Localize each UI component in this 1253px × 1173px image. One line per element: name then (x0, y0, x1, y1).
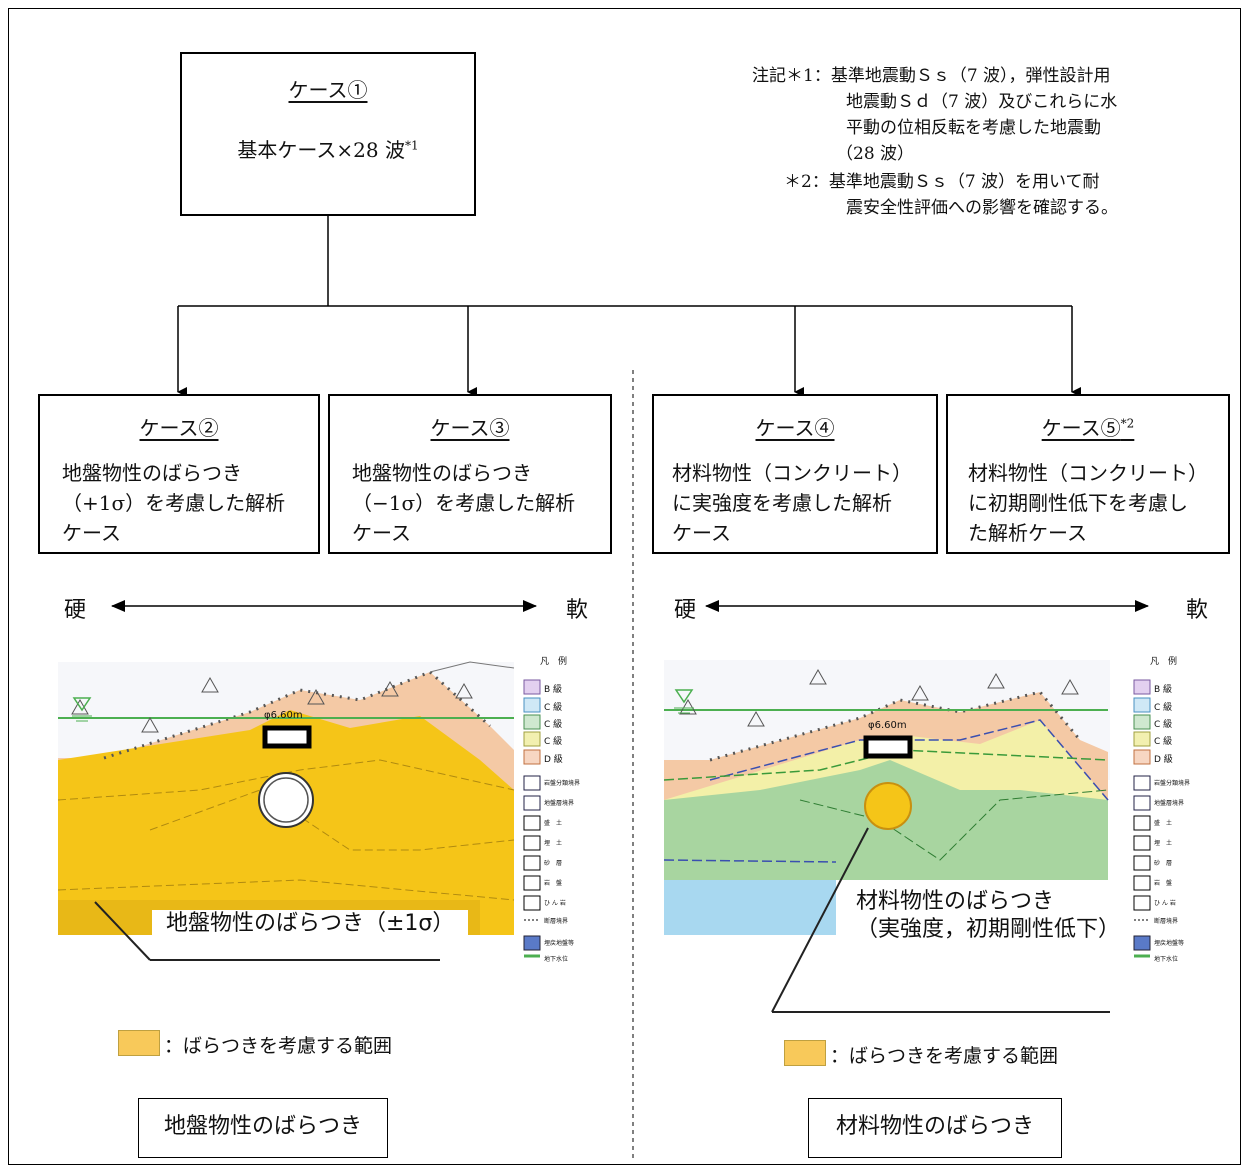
legend-row: 盛 土 (544, 820, 563, 827)
case3-box: ケース③ 地盤物性のばらつき （−1σ）を考慮した解析 ケース (328, 394, 612, 554)
legend-row: D 級 (544, 755, 563, 765)
case3-title: ケース③ (430, 416, 510, 440)
note-1-line2: 地震動Ｓｄ（7 波）及びこれらに水 (846, 92, 1118, 112)
case2-text: 地盤物性のばらつき （+1σ）を考慮した解析 ケース (62, 461, 286, 545)
legend-row: C 級 (1154, 703, 1173, 713)
soft-label-right: 軟 (1186, 598, 1209, 623)
legend-row: 埋戻地盤等 (1154, 940, 1185, 947)
legend-row: 埋戻地盤等 (544, 940, 575, 947)
legend-row: 岩盤分類境界 (1154, 780, 1191, 787)
range-swatch-left (118, 1030, 160, 1056)
case1-title: ケース① (288, 78, 368, 102)
legend-row: 埋 土 (1154, 840, 1173, 847)
note-1-line3: 平動の位相反転を考慮した地震動 (846, 118, 1101, 138)
legend-row: 砂 層 (544, 860, 563, 867)
legend-row: C 級 (1154, 720, 1173, 730)
legend-row: 埋 土 (544, 840, 563, 847)
hard-label-right: 硬 (674, 598, 697, 623)
legend-row: 岩 盤 (544, 880, 563, 887)
legend-row: 岩 盤 (1154, 880, 1173, 887)
legend-row: 地下水位 (1154, 956, 1179, 963)
case2-box: ケース② 地盤物性のばらつき （+1σ）を考慮した解析 ケース (38, 394, 320, 554)
case5-box: ケース⑤*2 材料物性（コンクリート） に初期剛性低下を考慮し た解析ケース (946, 394, 1230, 554)
case2-title: ケース② (139, 416, 219, 440)
note-1-line4: （28 波） (836, 144, 915, 164)
legend-row: ひ ん 岩 (544, 900, 566, 907)
legend-row: 断層境界 (1154, 918, 1179, 925)
legend-row: 地盤層境界 (544, 800, 575, 807)
case1-text: 基本ケース×28 波*1 (237, 138, 419, 162)
note-2-line2: 震安全性評価への影響を確認する。 (846, 198, 1118, 218)
legend-row: 岩盤分類境界 (544, 780, 581, 787)
legend-row: C 級 (544, 737, 563, 747)
figure-frame (8, 8, 1241, 1165)
legend-row: C 級 (544, 703, 563, 713)
legend-row: C 級 (1154, 737, 1173, 747)
left-dimension-label: φ6.60m (264, 710, 303, 721)
legend-row: C 級 (544, 720, 563, 730)
legend-row: 砂 層 (1154, 860, 1173, 867)
case5-title: ケース⑤*2 (1041, 416, 1135, 440)
case4-box: ケース④ 材料物性（コンクリート） に実強度を考慮した解析 ケース (652, 394, 938, 554)
right-legend: 凡 例 B 級 C 級 C 級 C 級 D 級 岩盤分類境界 地盤層境界 盛 土… (1130, 654, 1220, 963)
legend-row: 断層境界 (544, 918, 569, 925)
left-diagram-caption: 地盤物性のばらつき（±1σ） (152, 910, 469, 938)
legend-row: B 級 (1154, 685, 1173, 695)
range-legend-left: ：ばらつきを考慮する範囲 (164, 1035, 393, 1057)
case5-text: 材料物性（コンクリート） に初期剛性低下を考慮し た解析ケース (968, 461, 1208, 545)
case1-box: ケース① 基本ケース×28 波*1 (180, 52, 476, 216)
case3-text: 地盤物性のばらつき （−1σ）を考慮した解析 ケース (352, 461, 576, 545)
note-2-line1: ＊2：基準地震動Ｓｓ（7 波）を用いて耐 (784, 172, 1100, 192)
right-diagram-caption: 材料物性のばらつき （実強度，初期剛性低下） (848, 886, 1129, 946)
note-1-line1: 注記＊1：基準地震動Ｓｓ（7 波），弾性設計用 (752, 66, 1111, 86)
legend-row: 地下水位 (544, 956, 569, 963)
summary-left: 地盤物性のばらつき (138, 1098, 388, 1158)
legend-row: D 級 (1154, 755, 1173, 765)
range-legend-right: ：ばらつきを考慮する範囲 (830, 1045, 1059, 1067)
legend-header: 凡 例 (1150, 657, 1178, 667)
left-legend: 凡 例 B 級 C 級 C 級 C 級 D 級 岩盤分類境界 地盤層境界 盛 土… (520, 654, 610, 963)
soft-label-left: 軟 (566, 598, 589, 623)
summary-right: 材料物性のばらつき (808, 1098, 1062, 1158)
range-swatch-right (784, 1040, 826, 1066)
legend-header: 凡 例 (540, 657, 568, 667)
hard-label-left: 硬 (64, 598, 87, 623)
case4-title: ケース④ (755, 416, 835, 440)
legend-row: B 級 (544, 685, 563, 695)
legend-row: ひ ん 岩 (1154, 900, 1176, 907)
legend-row: 盛 土 (1154, 820, 1173, 827)
right-dimension-label: φ6.60m (868, 720, 907, 731)
case4-text: 材料物性（コンクリート） に実強度を考慮した解析 ケース (672, 461, 912, 545)
legend-row: 地盤層境界 (1154, 800, 1185, 807)
